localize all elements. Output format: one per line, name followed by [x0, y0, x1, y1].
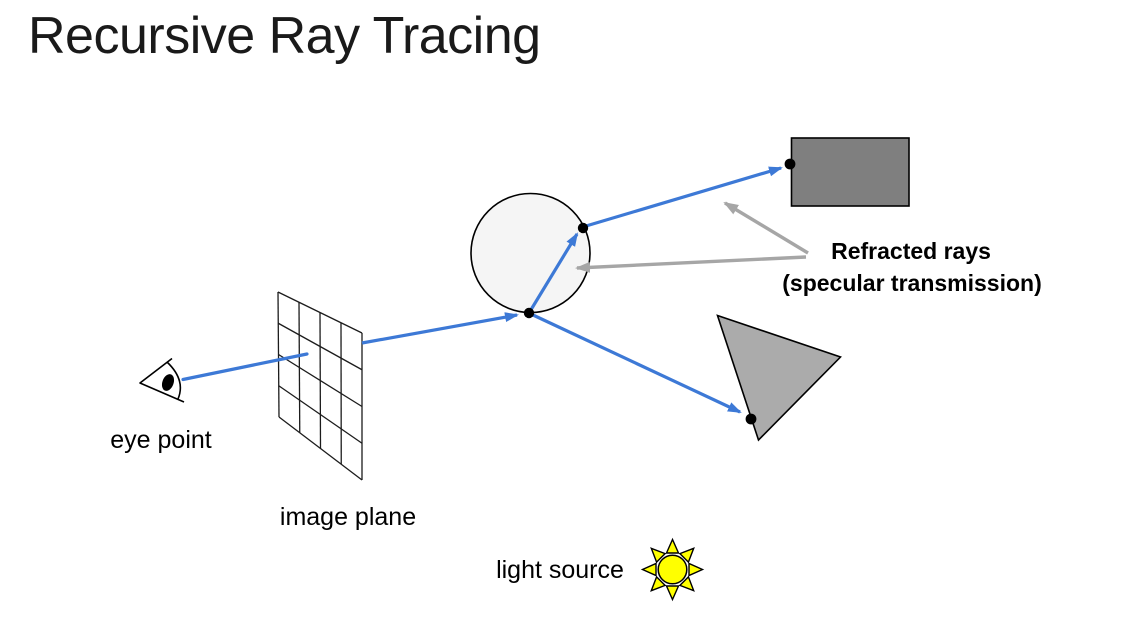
primary-ray-eye-to-plane: [181, 352, 309, 382]
hit-point-triangle: [745, 413, 757, 425]
sun-ray: [678, 575, 695, 592]
hit-point-sphere-exit: [577, 222, 589, 234]
image-plane-label: image plane: [280, 503, 416, 531]
refracted-ray-to-rectangle: [585, 166, 783, 228]
refracted-rays-label-line1: Refracted rays: [831, 238, 991, 264]
eye-outline: [139, 357, 185, 403]
image-plane-grid-line: [278, 353, 363, 408]
image-plane-grid-line: [277, 291, 363, 334]
sun-icon-rays: [640, 537, 705, 602]
sun-ray: [640, 562, 657, 577]
annotation-arrow-lower: [575, 255, 807, 273]
page-title: Recursive Ray Tracing: [28, 7, 541, 65]
sun-ray: [665, 585, 680, 602]
refracted-rays-label-line2: (specular transmission): [782, 270, 1041, 296]
triangle-object: [716, 314, 842, 442]
primary-ray-plane-to-sphere: [361, 312, 519, 345]
hit-point-sphere-entry: [523, 307, 535, 319]
sphere-object: [470, 192, 591, 314]
eye-ball-arc: [166, 361, 182, 400]
sun-ray: [650, 547, 667, 564]
image-plane-grid-line: [278, 385, 363, 444]
sun-icon: [640, 537, 705, 602]
eye-icon: [139, 357, 185, 403]
light-source-label: light source: [496, 556, 624, 584]
sun-ray: [650, 575, 667, 592]
annotation-arrow-upper: [723, 201, 809, 255]
sun-icon-core: [657, 554, 688, 585]
eye-point-label: eye point: [110, 426, 212, 454]
sun-ray: [678, 547, 695, 564]
rectangle-object: [790, 137, 910, 207]
sun-ray: [665, 537, 680, 554]
secondary-ray-to-triangle: [532, 313, 742, 414]
image-plane-grid-line: [277, 322, 363, 371]
image-plane-grid-line: [278, 416, 363, 481]
image-plane-grid: [277, 291, 363, 481]
sun-ray: [688, 562, 705, 577]
eye-pupil: [161, 374, 175, 391]
refracted-ray-inside-sphere: [527, 232, 579, 314]
hit-point-rectangle: [784, 158, 796, 170]
